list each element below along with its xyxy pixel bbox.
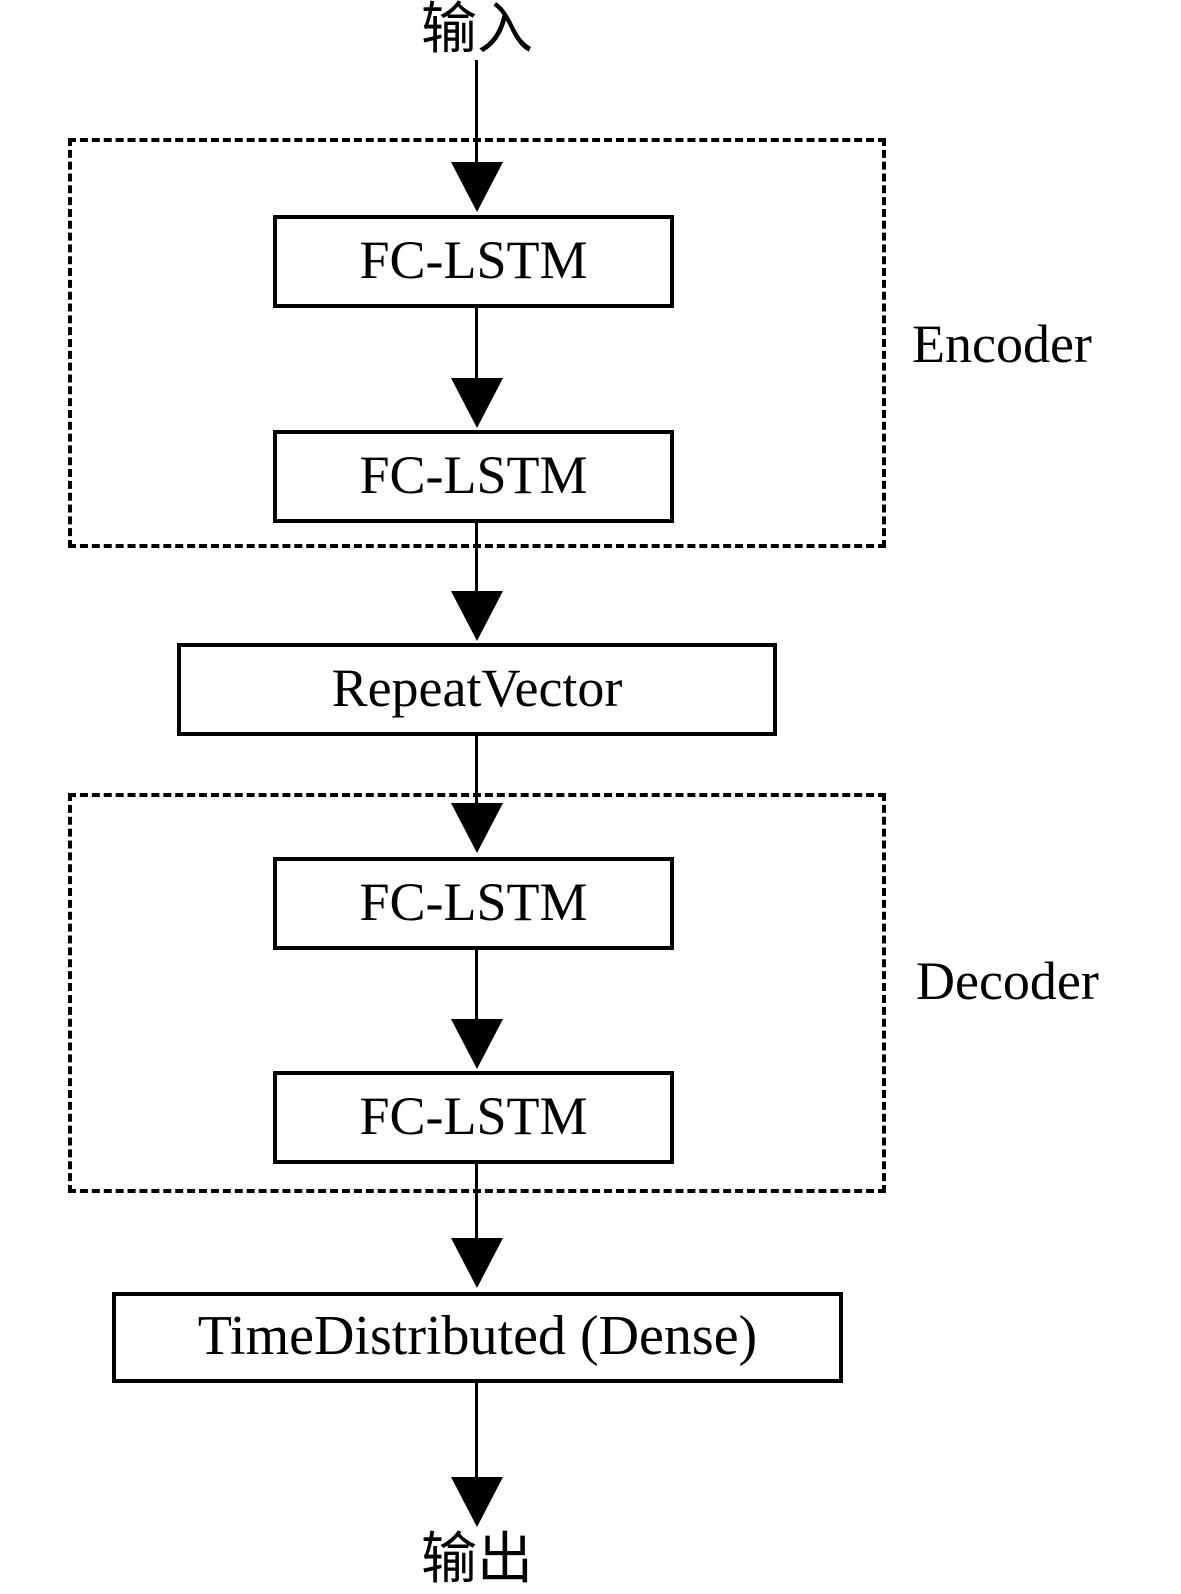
arrow-down-icon (451, 1477, 503, 1527)
arrow-down-icon (451, 1238, 503, 1288)
time-distributed-dense-box: TimeDistributed (Dense) (112, 1292, 843, 1383)
encoder-fc-lstm-1-box: FC-LSTM (273, 215, 674, 308)
encoder-fc-lstm-1-label: FC-LSTM (359, 229, 588, 290)
arrow-down-icon (451, 803, 503, 853)
decoder-fc-lstm-1-label: FC-LSTM (359, 871, 588, 932)
arrow-line (475, 523, 478, 597)
time-distributed-dense-label: TimeDistributed (Dense) (197, 1304, 758, 1367)
decoder-fc-lstm-1-box: FC-LSTM (273, 857, 674, 950)
arrow-line (475, 308, 478, 384)
repeat-vector-box: RepeatVector (177, 643, 777, 736)
arrow-down-icon (451, 1019, 503, 1069)
arrow-down-icon (451, 162, 503, 212)
arrow-down-icon (451, 378, 503, 428)
encoder-fc-lstm-2-box: FC-LSTM (273, 430, 674, 523)
encoder-region-label: Encoder (912, 314, 1092, 374)
decoder-fc-lstm-2-label: FC-LSTM (359, 1085, 588, 1146)
input-label: 输入 (421, 0, 533, 61)
arrow-line (475, 1383, 478, 1483)
arrow-line (475, 1164, 478, 1246)
arrow-down-icon (451, 591, 503, 641)
encoder-fc-lstm-2-label: FC-LSTM (359, 444, 588, 505)
arrow-line (475, 736, 478, 808)
output-label: 输出 (421, 1529, 533, 1591)
decoder-fc-lstm-2-box: FC-LSTM (273, 1071, 674, 1164)
arrow-line (475, 60, 478, 170)
repeat-vector-label: RepeatVector (331, 657, 623, 718)
decoder-region-label: Decoder (916, 951, 1099, 1011)
arrow-line (475, 950, 478, 1026)
